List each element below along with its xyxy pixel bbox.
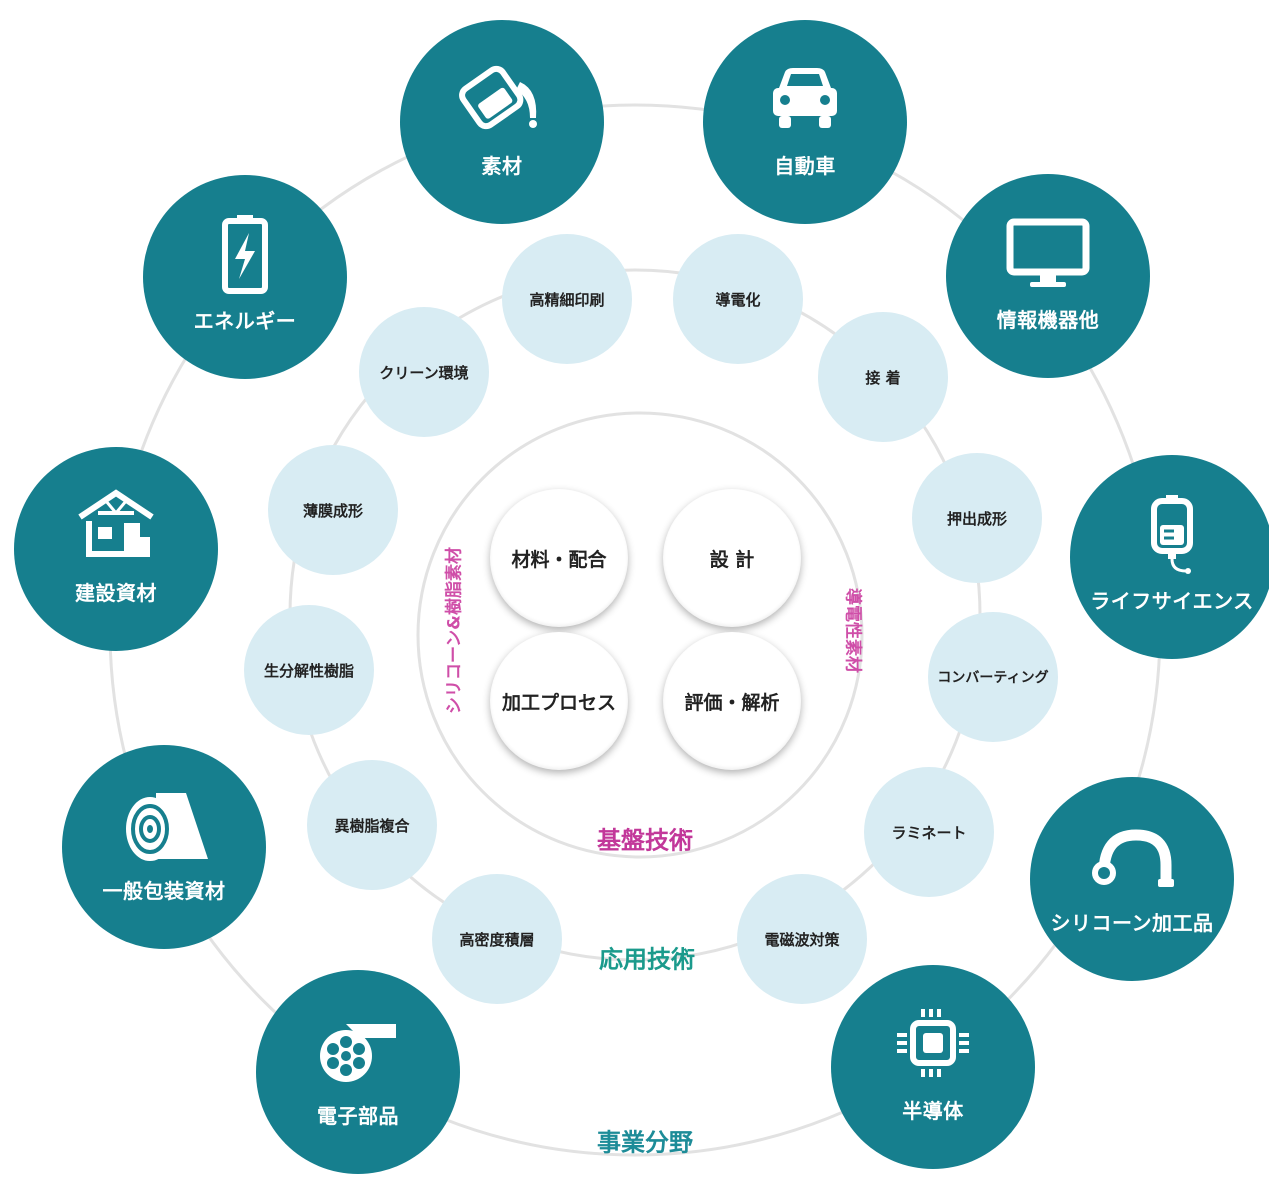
business-label: ライフサイエンス [1090,588,1254,613]
applied-label: 異樹脂複合 [334,816,410,835]
applied-conductive: 導電化 [673,234,803,364]
applied-label: コンバーティング [937,670,1049,686]
business-label: 一般包装資材 [102,878,226,903]
applied-label: 薄膜成形 [302,501,363,520]
business-material: 素材 [400,20,604,224]
silicone-tube-icon [1084,817,1180,897]
business-general-packaging: 一般包装資材 [62,745,266,949]
applied-laminate: ラミネート [864,767,994,897]
applied-label: 生分解性樹脂 [263,661,354,680]
base-technology-title: 基盤技術 [597,826,693,855]
applied-label: 高密度積層 [459,930,535,949]
core-label: 加工プロセス [501,691,616,714]
core-material-formulation: 材料・配合 [490,489,628,627]
monitor-icon [1000,214,1096,294]
core-label: 設 計 [709,548,755,571]
applied-high-density-stacking: 高密度積層 [432,874,562,1004]
iv-bag-icon [1124,494,1220,575]
business-label: 半導体 [902,1098,964,1123]
business-field-title: 事業分野 [597,1128,693,1157]
business-construction-materials: 建設資材 [14,447,218,651]
packaging-roll-icon [116,785,212,865]
applied-extrusion: 押出成形 [912,453,1042,583]
applied-converting: コンバーティング [928,612,1058,742]
chip-icon [885,1005,981,1085]
house-icon [68,487,164,567]
applied-label: 接 着 [865,368,901,387]
applied-hetero-resin-composite: 異樹脂複合 [307,760,437,890]
core-design: 設 計 [663,489,801,627]
business-label: シリコーン加工品 [1050,910,1214,935]
business-information-devices: 情報機器他 [946,174,1150,378]
business-label: 自動車 [774,153,836,178]
business-label: エネルギー [193,308,297,333]
business-label: 情報機器他 [996,307,1100,332]
applied-label: 高精細印刷 [529,290,605,309]
material-pour-icon [454,60,550,140]
business-automobile: 自動車 [703,20,907,224]
film-reel-icon [310,1010,406,1090]
applied-clean-environment: クリーン環境 [359,307,489,437]
applied-emi-countermeasure: 電磁波対策 [737,874,867,1004]
applied-label: 電磁波対策 [764,930,840,949]
car-icon [757,60,853,140]
applied-adhesion: 接 着 [818,312,948,442]
core-processing: 加工プロセス [490,632,628,770]
conductive-material-label: 導電性素材 [842,588,863,673]
business-silicone-products: シリコーン加工品 [1030,777,1234,981]
applied-label: クリーン環境 [379,363,469,382]
applied-technology-title: 応用技術 [599,945,695,974]
business-semiconductor: 半導体 [831,965,1035,1169]
battery-icon [197,214,293,295]
business-energy: エネルギー [143,175,347,379]
business-electronic-components: 電子部品 [256,970,460,1174]
applied-thin-film-forming: 薄膜成形 [268,445,398,575]
core-label: 材料・配合 [511,548,607,571]
applied-high-definition-printing: 高精細印刷 [502,234,632,364]
core-evaluation-analysis: 評価・解析 [663,632,801,770]
business-label: 素材 [481,153,523,178]
applied-label: ラミネート [891,823,967,842]
applied-label: 押出成形 [946,509,1007,528]
applied-biodegradable-resin: 生分解性樹脂 [244,605,374,735]
core-label: 評価・解析 [684,691,780,714]
base-ring [416,411,864,859]
applied-label: 導電化 [715,290,761,309]
business-label: 電子部品 [317,1103,399,1128]
business-life-science: ライフサイエンス [1070,455,1269,659]
business-label: 建設資材 [75,580,157,605]
silicone-resin-material-label: シリコーン&樹脂素材 [444,547,465,714]
